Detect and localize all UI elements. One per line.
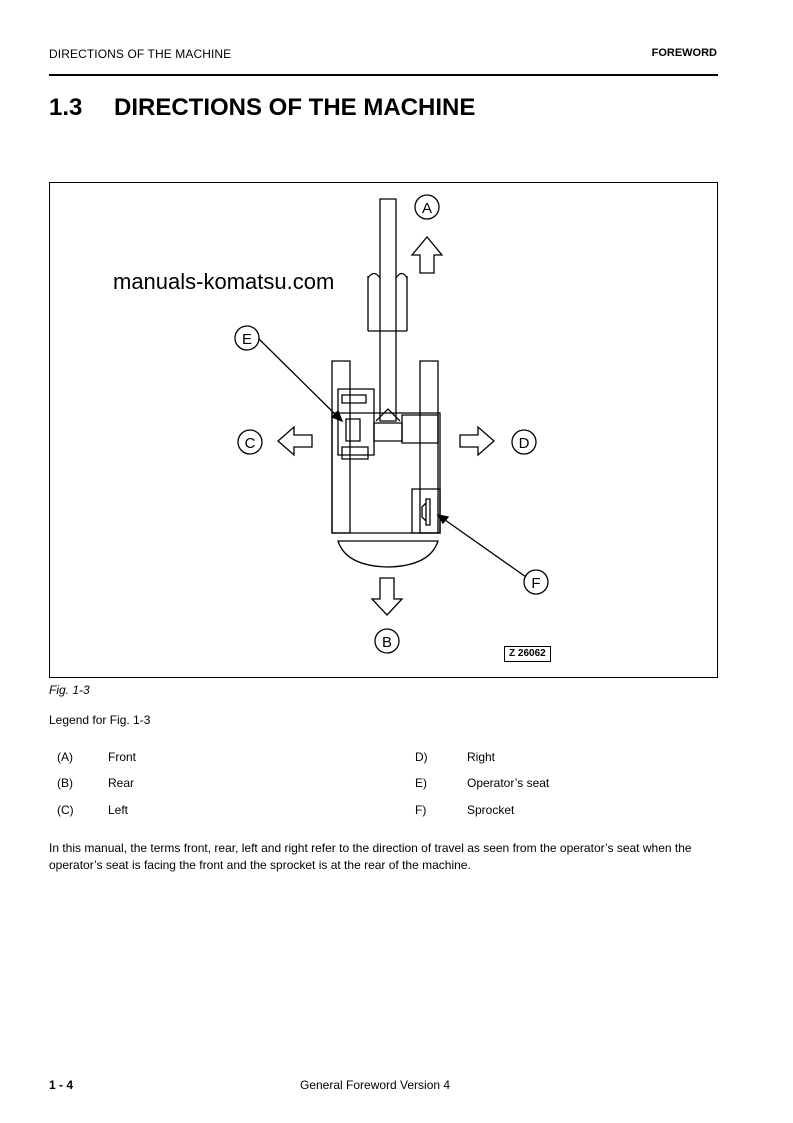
legend-key-f: F) [415, 803, 427, 817]
legend-text-f: Sprocket [467, 803, 515, 817]
callout-a-label: A [422, 200, 432, 217]
legend-title: Legend for Fig. 1-3 [49, 713, 151, 727]
figure-caption: Fig. 1-3 [49, 683, 90, 697]
legend-key-c: (C) [57, 803, 74, 817]
legend-key-e: E) [415, 776, 427, 790]
callout-d-circle [511, 429, 537, 455]
section-number: 1.3 [49, 94, 83, 121]
legend-text-e: Operator’s seat [467, 776, 550, 790]
callout-f-label: F [531, 575, 540, 592]
header-rule [49, 74, 718, 76]
boom-arm [379, 198, 397, 422]
sprocket [421, 498, 431, 526]
cab [337, 388, 375, 456]
callout-c-circle [237, 429, 263, 455]
figure-code: Z 26062 [504, 646, 551, 662]
arrow-left [277, 425, 313, 457]
callout-f-circle [523, 569, 549, 595]
cab-window [341, 394, 367, 404]
machine-direction-diagram: A B C D E F [234, 194, 549, 654]
figure-frame: A B C D E F manuals-komatsu.com Z 26062 [49, 182, 718, 678]
callout-d-label: D [519, 435, 530, 452]
callout-c-label: C [245, 435, 256, 452]
page-number: 1 - 4 [49, 1078, 74, 1092]
boom-pivot [401, 414, 439, 444]
leader-f [437, 514, 527, 578]
boom-foot [373, 408, 403, 442]
watermark-text: manuals-komatsu.com [113, 269, 335, 294]
body-paragraph: In this manual, the terms front, rear, l… [49, 841, 692, 872]
callout-b-circle [374, 628, 400, 654]
arrow-front [410, 235, 444, 274]
operator-seat [345, 418, 361, 442]
leader-e [258, 338, 343, 422]
arrow-rear [370, 577, 404, 616]
legend-key-a: (A) [57, 750, 73, 764]
sprocket-housing [411, 488, 441, 534]
running-header-chapter: DIRECTIONS OF THE MACHINE [49, 47, 232, 61]
arrow-right [459, 425, 495, 457]
upper-structure [331, 412, 441, 534]
leader-f-head [436, 514, 450, 525]
callout-a-circle [414, 194, 440, 220]
running-header-part: FOREWORD [651, 47, 717, 59]
legend-key-d: D) [415, 750, 428, 764]
legend-text-b: Rear [108, 776, 135, 790]
arm-cylinder [367, 272, 408, 332]
callout-e-circle [234, 325, 260, 351]
legend-text-a: Front [108, 750, 137, 764]
leader-e-head [330, 409, 344, 423]
legend-text-c: Left [108, 803, 129, 817]
callout-e-label: E [242, 331, 252, 348]
seat-back [341, 446, 369, 460]
footer-version: General Foreword Version 4 [300, 1078, 451, 1092]
counterweight [337, 540, 439, 568]
legend-key-b: (B) [57, 776, 73, 790]
legend-text-d: Right [467, 750, 496, 764]
section-title: DIRECTIONS OF THE MACHINE [114, 94, 476, 121]
callout-b-label: B [382, 634, 392, 651]
